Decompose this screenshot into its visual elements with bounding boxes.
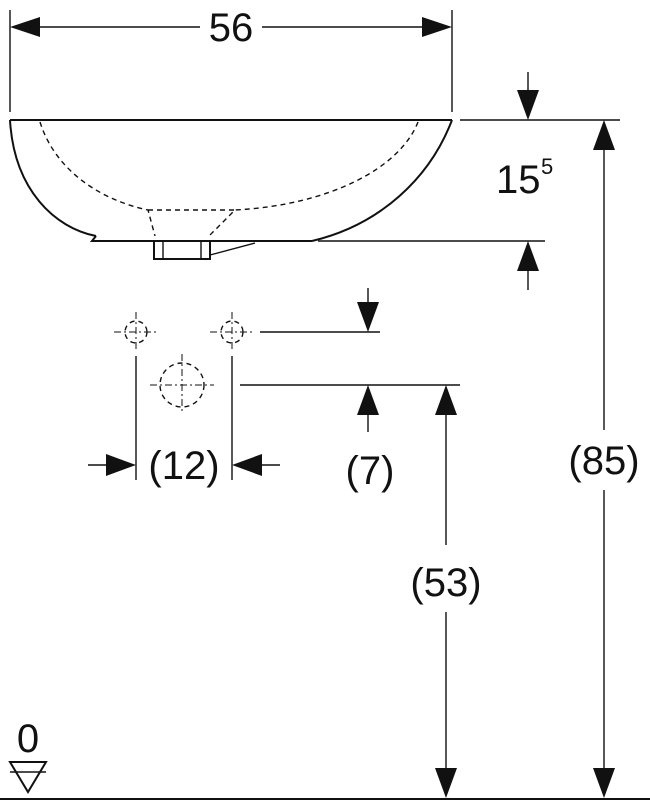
arrow-left-icon [10, 17, 40, 37]
arrow-left-icon [232, 454, 262, 476]
total-height-dimension: (85) [568, 120, 640, 798]
floor-level-label: 0 [17, 717, 39, 761]
total-height-label: (85) [568, 439, 639, 483]
level-marker-icon [8, 761, 48, 794]
arrow-up-icon [517, 241, 539, 271]
drain-hole [150, 354, 214, 414]
tap-spacing-dimension: (12) [88, 356, 280, 488]
drain-outlet [153, 240, 211, 260]
arrow-up-icon [593, 120, 615, 150]
floor-level: 0 [0, 717, 650, 800]
arrow-up-icon [435, 385, 457, 415]
drain-height-label: (53) [410, 561, 481, 605]
basin-height-dimension: 15 5 [318, 72, 620, 290]
basin-height-superscript: 5 [541, 154, 553, 179]
width-dimension: 56 [9, 6, 453, 112]
arrow-down-icon [435, 768, 457, 798]
width-label: 56 [209, 6, 254, 50]
arrow-down-icon [593, 768, 615, 798]
basin-outline [9, 119, 453, 260]
arrow-up-icon [357, 385, 379, 415]
arrow-down-icon [517, 90, 539, 120]
tap-hole-left [114, 312, 158, 352]
basin-height-label: 15 [496, 158, 541, 202]
tap-offset-label: (7) [346, 449, 395, 493]
drain-height-dimension: (53) [410, 385, 482, 798]
arrow-right-icon [106, 454, 136, 476]
tap-hole-right [210, 312, 254, 352]
tap-spacing-label: (12) [148, 444, 219, 488]
arrow-down-icon [357, 302, 379, 332]
tap-offset-dimension: (7) [240, 288, 460, 493]
arrow-right-icon [422, 17, 452, 37]
